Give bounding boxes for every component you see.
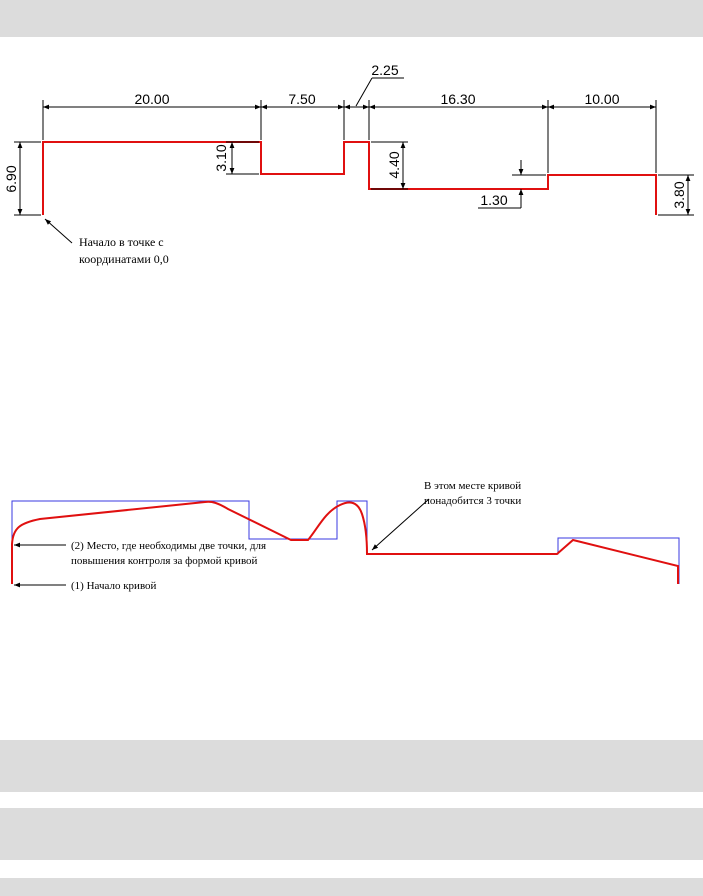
approx-curve <box>11 500 679 584</box>
dim-label-1630: 16.30 <box>440 91 475 107</box>
bottom-band-2 <box>0 808 703 860</box>
dim-label-130: 1.30 <box>480 192 507 208</box>
dim-label-440: 4.40 <box>386 151 402 178</box>
curve-start-note: (1) Начало кривой <box>71 580 157 592</box>
origin-note-line1: Начало в точке с <box>79 235 164 249</box>
three-points-note-line1: В этом месте кривой <box>424 480 521 492</box>
dim-label-380: 3.80 <box>671 181 687 208</box>
origin-note-line2: координатами 0,0 <box>79 252 169 266</box>
dim-label-750: 7.50 <box>288 91 315 107</box>
curve-approximation-drawing: В этом месте кривой понадобится 3 точки … <box>11 480 680 592</box>
dim-label-690: 6.90 <box>3 165 19 192</box>
dim-label-10: 10.00 <box>584 91 619 107</box>
dim-label-225: 2.25 <box>371 62 398 78</box>
two-points-note-line1: (2) Место, где необходимы две точки, для <box>71 540 266 552</box>
bottom-band-3 <box>0 878 703 896</box>
dim-label-20: 20.00 <box>134 91 169 107</box>
three-points-note-line2: понадобится 3 точки <box>424 495 521 507</box>
two-points-note-line2: повышения контроля за формой кривой <box>71 555 258 567</box>
dim-label-310: 3.10 <box>213 144 229 171</box>
bottom-band-1 <box>0 740 703 792</box>
profile-outline <box>42 141 657 215</box>
top-band <box>0 0 703 37</box>
dimensioned-profile-drawing: 20.00 7.50 2.25 16.30 10.00 6.90 3.10 4.… <box>3 62 694 266</box>
